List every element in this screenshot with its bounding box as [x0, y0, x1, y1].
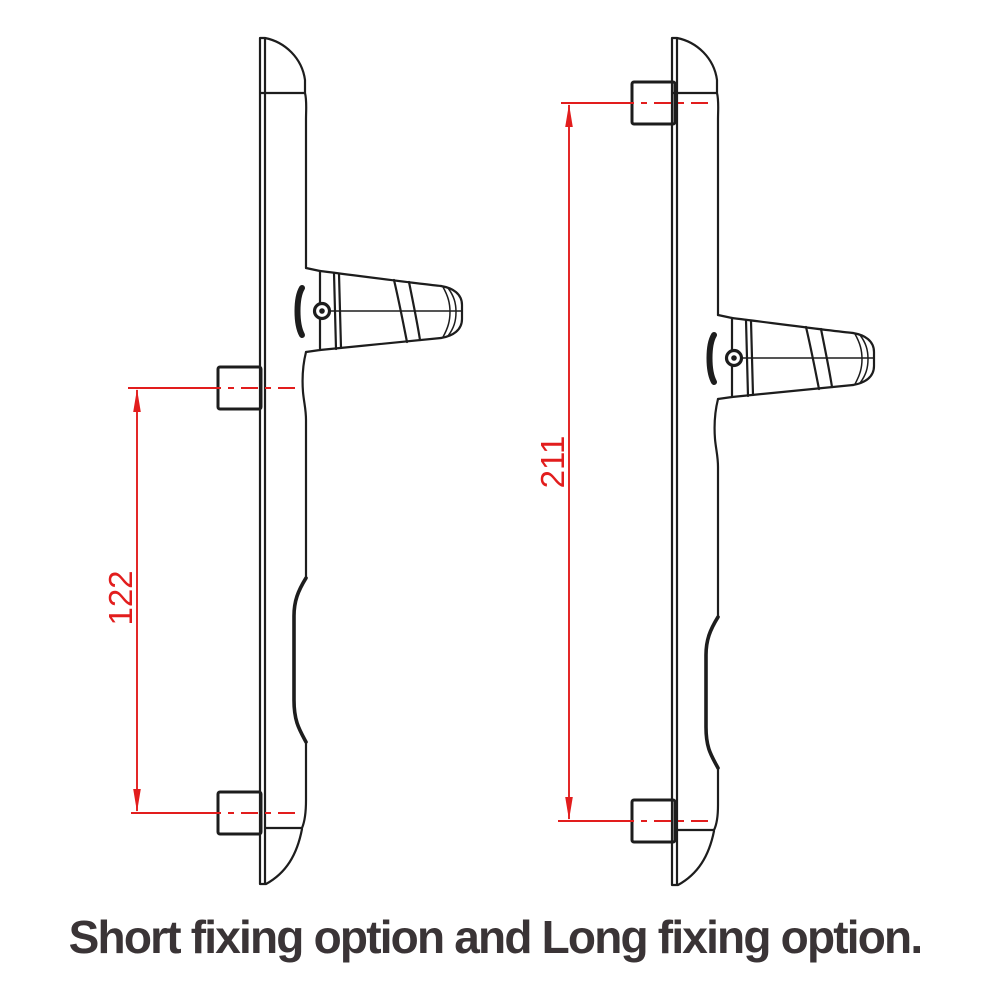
dimension-label-long: 211 [534, 436, 571, 489]
dimension-label-short: 122 [102, 570, 139, 625]
grip-knob-short [294, 266, 464, 354]
arrow-down-long [565, 797, 573, 820]
knob-endcap-short [439, 284, 464, 340]
short-fixing-drawing: 122 [102, 36, 464, 886]
screw-center-long [731, 355, 737, 361]
handle-profile-short [258, 36, 308, 886]
dimension-short: 122 [102, 387, 298, 814]
knob-cone-long [730, 316, 855, 399]
knob-fillet-shadow-short [294, 285, 305, 338]
handle-profile-long [670, 36, 720, 887]
screw-center-short [319, 308, 325, 314]
arrow-up-short [133, 389, 141, 412]
knob-endcap-long [851, 331, 876, 387]
knob-endcap-rims-short [442, 286, 457, 338]
grip-knob-long [706, 313, 876, 401]
knob-cone-short [318, 269, 443, 352]
centerline-dashes-short [204, 387, 298, 814]
knob-endcap-rims-long [854, 333, 869, 385]
extension-lines-long [558, 102, 617, 822]
grip-recess-long [704, 615, 720, 770]
grip-recess-short [292, 576, 308, 744]
arrow-up-long [565, 104, 573, 127]
long-fixing-drawing: 211 [534, 36, 876, 887]
arrow-down-short [133, 789, 141, 812]
caption: Short fixing option and Long fixing opti… [68, 911, 923, 963]
back-plate-outline-long [670, 36, 720, 887]
handle-fixing-diagram: 122 [102, 36, 876, 887]
knob-fillet-shadow-long [706, 332, 717, 385]
back-plate-outline-short [258, 36, 308, 886]
centerline-dashes-long [617, 102, 708, 822]
dimension-long: 211 [534, 102, 708, 822]
extension-lines-short [128, 387, 204, 814]
